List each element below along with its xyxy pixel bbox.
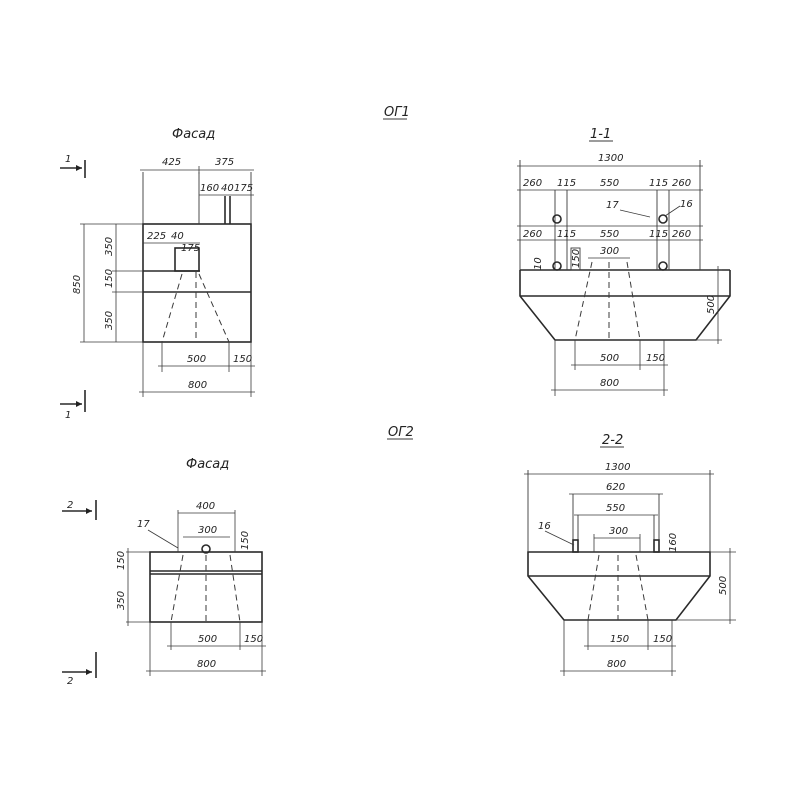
og2-s-leader-16: 16	[538, 521, 551, 532]
og1-s-dim-r2-115b: 115	[649, 229, 668, 240]
og1-s-dim-300: 300	[600, 246, 619, 257]
og2-title: ОГ2	[388, 425, 414, 440]
og1-section-title: 1-1	[590, 127, 611, 142]
og1-cut-arrow-top	[76, 165, 82, 171]
og2-s-dim-b800: 800	[607, 659, 626, 670]
og2-dim-150r: 150	[240, 531, 251, 550]
og2-s-dim-h500: 500	[718, 576, 729, 595]
og2-facade-title: Фасад	[186, 457, 229, 472]
og1-s-dim-r1-260a: 260	[523, 178, 542, 189]
og2-s-dim-b150b: 150	[653, 634, 672, 645]
og1-dim-b500: 500	[187, 354, 206, 365]
og1-section-view: 1-1 1300 260 115 550 115 260 260 115	[517, 127, 731, 396]
og2-s-dim-b150a: 150	[610, 634, 629, 645]
og2-dim-b800: 800	[197, 659, 216, 670]
og2-s-dim-620: 620	[606, 482, 625, 493]
og1-s-leader-16: 16	[680, 199, 693, 210]
og1-dim-375: 375	[215, 157, 234, 168]
og1-s-dim-r2-260b: 260	[672, 229, 691, 240]
og2-dim-b500: 500	[198, 634, 217, 645]
og2-dim-300: 300	[198, 525, 217, 536]
og1-cut-mark-bottom: 1	[65, 410, 71, 421]
og2-facade-anchor	[201, 544, 211, 554]
og2-s-dim-1300: 1300	[605, 462, 630, 473]
og1-title: ОГ1	[384, 105, 410, 120]
og1-s-dim-r1-115a: 115	[557, 178, 576, 189]
og2-s-dim-300: 300	[609, 526, 628, 537]
og2-cut-mark-top: 2	[67, 500, 73, 511]
og1-dim-175a: 175	[234, 183, 253, 194]
og1-facade-title: Фасад	[172, 127, 215, 142]
og1-anchor-right	[658, 214, 668, 224]
og2-section-body	[527, 551, 711, 621]
og1-facade-view: Фасад 1 1 425 375 160 40 175	[60, 127, 255, 421]
og2-dim-400: 400	[196, 501, 215, 512]
og1-s-dim-r2-550: 550	[600, 229, 619, 240]
og2-section-title: 2-2	[602, 433, 623, 448]
og1-dim-850: 850	[72, 275, 83, 294]
og1-dim-150: 150	[104, 269, 115, 288]
og1-anchor-left	[552, 214, 562, 224]
og2-dim-v150: 150	[116, 551, 127, 570]
og1-s-dim-r1-115b: 115	[649, 178, 668, 189]
og1-dim-40b: 40	[171, 231, 184, 242]
og2-s-dim-160: 160	[668, 533, 679, 552]
og1-s-dim-r1-550: 550	[600, 178, 619, 189]
og1-dim-40a: 40	[221, 183, 234, 194]
og1-dim-425: 425	[162, 157, 181, 168]
og1-s-dim-150: 150	[571, 249, 582, 268]
og1-s-dim-b800: 800	[600, 378, 619, 389]
og1-s-dim-1300: 1300	[598, 153, 623, 164]
og1-cut-mark-top: 1	[65, 154, 71, 165]
og2-facade-view: Фасад 2 2 400 300 17 150 150 350	[62, 457, 266, 687]
og2-s-dim-550: 550	[606, 503, 625, 514]
og1-s-dim-h500: 500	[706, 295, 717, 314]
og2-dim-b150: 150	[244, 634, 263, 645]
og1-facade-sleeve	[174, 247, 200, 272]
og1-dim-b150: 150	[233, 354, 252, 365]
og1-s-dim-10: 10	[533, 257, 544, 270]
og2-section-view: 2-2 1300 620 550 300 16 160 500	[524, 433, 736, 676]
og1-dim-225: 225	[147, 231, 166, 242]
og1-dim-175b: 175	[181, 243, 200, 254]
og2-facade-body	[149, 551, 263, 623]
og2-leader-17: 17	[137, 519, 150, 530]
og1-s-dim-r2-260a: 260	[523, 229, 542, 240]
og1-dim-350b: 350	[104, 311, 115, 330]
og1-dim-b800: 800	[188, 380, 207, 391]
og1-section-body	[519, 270, 731, 341]
og1-facade-body	[142, 223, 252, 343]
og1-s-dim-b500: 500	[600, 353, 619, 364]
og1-dim-160: 160	[200, 183, 219, 194]
og2-cut-mark-bottom: 2	[67, 676, 73, 687]
og1-s-leader-17: 17	[606, 200, 619, 211]
og1-dim-350a: 350	[104, 237, 115, 256]
og2-dim-v350: 350	[116, 591, 127, 610]
og1-s-dim-r2-115a: 115	[557, 229, 576, 240]
og1-s-dim-r1-260b: 260	[672, 178, 691, 189]
og1-s-dim-b150: 150	[646, 353, 665, 364]
